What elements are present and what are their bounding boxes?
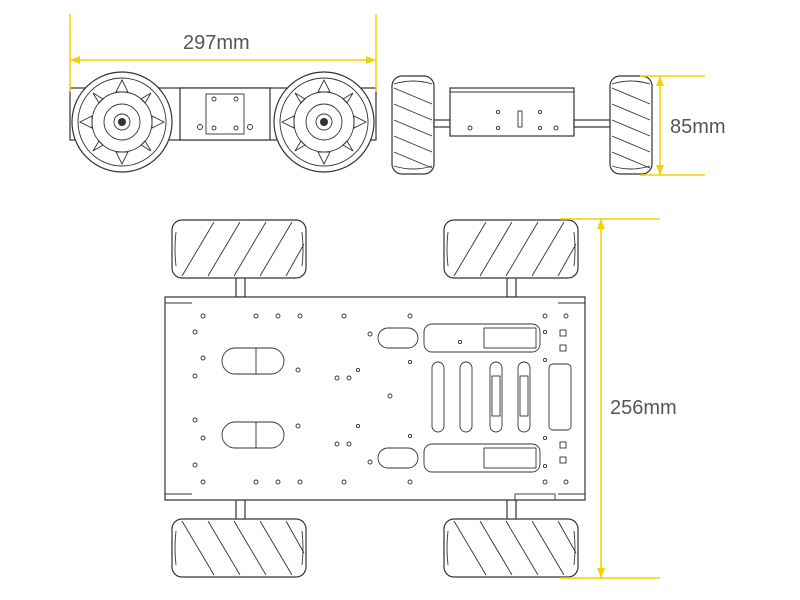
length-dimension (560, 218, 660, 579)
height-dimension (640, 75, 705, 176)
side-view (391, 75, 705, 176)
length-dimension-label: 256mm (610, 397, 677, 419)
height-dimension-label: 85mm (670, 116, 726, 138)
front-view (69, 14, 377, 173)
width-dimension (69, 14, 377, 92)
front-left-wheel (71, 71, 173, 173)
top-wheel-rear-right (443, 518, 579, 578)
top-wheel-rear-left (171, 518, 307, 578)
side-right-wheel (609, 75, 653, 175)
side-left-wheel (391, 75, 435, 175)
width-dimension-label: 297mm (183, 32, 250, 54)
top-chassis-holes (192, 313, 569, 485)
front-center-bracket (179, 87, 271, 141)
top-wheel-front-right (443, 219, 579, 279)
front-right-wheel (273, 71, 375, 173)
top-wheel-front-left (171, 219, 307, 279)
top-chassis-plate (164, 296, 586, 501)
top-view (164, 218, 660, 579)
side-body (449, 87, 575, 137)
